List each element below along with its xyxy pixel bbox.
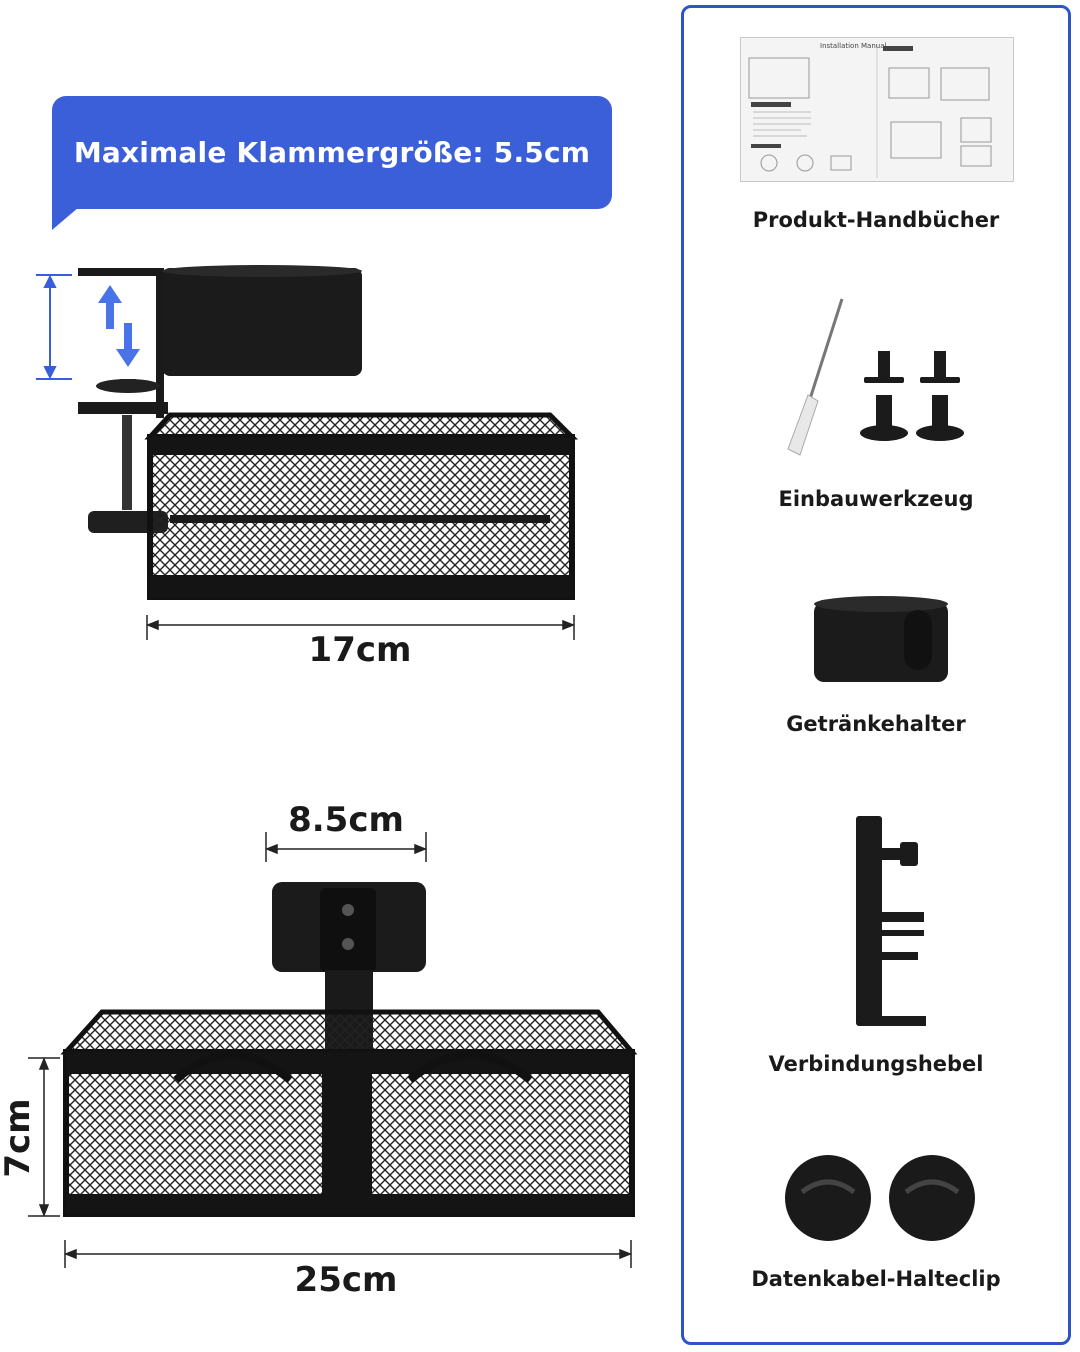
- callout-tail: [52, 196, 92, 230]
- manual-icon: [740, 37, 1014, 182]
- label-cup-holder: Getränkehalter: [786, 712, 966, 736]
- product-front-view: [28, 832, 638, 1268]
- product-side-view: [36, 265, 579, 640]
- screwdriver-screws-icon: [787, 298, 964, 456]
- manual-title: Installation Manual: [820, 42, 887, 50]
- clamp-opening-dimension: [36, 274, 72, 380]
- width-label-17cm: 17cm: [308, 630, 412, 670]
- label-cable-clip: Datenkabel-Halteclip: [751, 1267, 1001, 1291]
- cup-width-label: 8.5cm: [288, 800, 404, 840]
- clamp-size-callout: [52, 96, 612, 209]
- label-installation-tools: Einbauwerkzeug: [778, 487, 974, 511]
- height-label-7cm: 7cm: [0, 1098, 38, 1178]
- label-product-manual: Produkt-Handbücher: [752, 208, 1000, 232]
- cup-width-dimension: [264, 832, 428, 862]
- cup-holder-icon: [814, 596, 948, 682]
- base-width-label: 25cm: [294, 1260, 398, 1300]
- connecting-lever-icon: [856, 816, 926, 1026]
- cable-clip-icon: [785, 1155, 975, 1241]
- label-connecting-lever: Verbindungshebel: [768, 1052, 984, 1076]
- width-dimension-17: [145, 615, 576, 640]
- base-width-dimension: [63, 1240, 633, 1268]
- clamp-adjust-arrow-icon: [98, 285, 140, 367]
- accessories-panel: [681, 5, 1071, 1345]
- callout-text: Maximale Klammergröße: 5.5cm: [73, 136, 591, 169]
- height-dimension-7: [28, 1056, 60, 1218]
